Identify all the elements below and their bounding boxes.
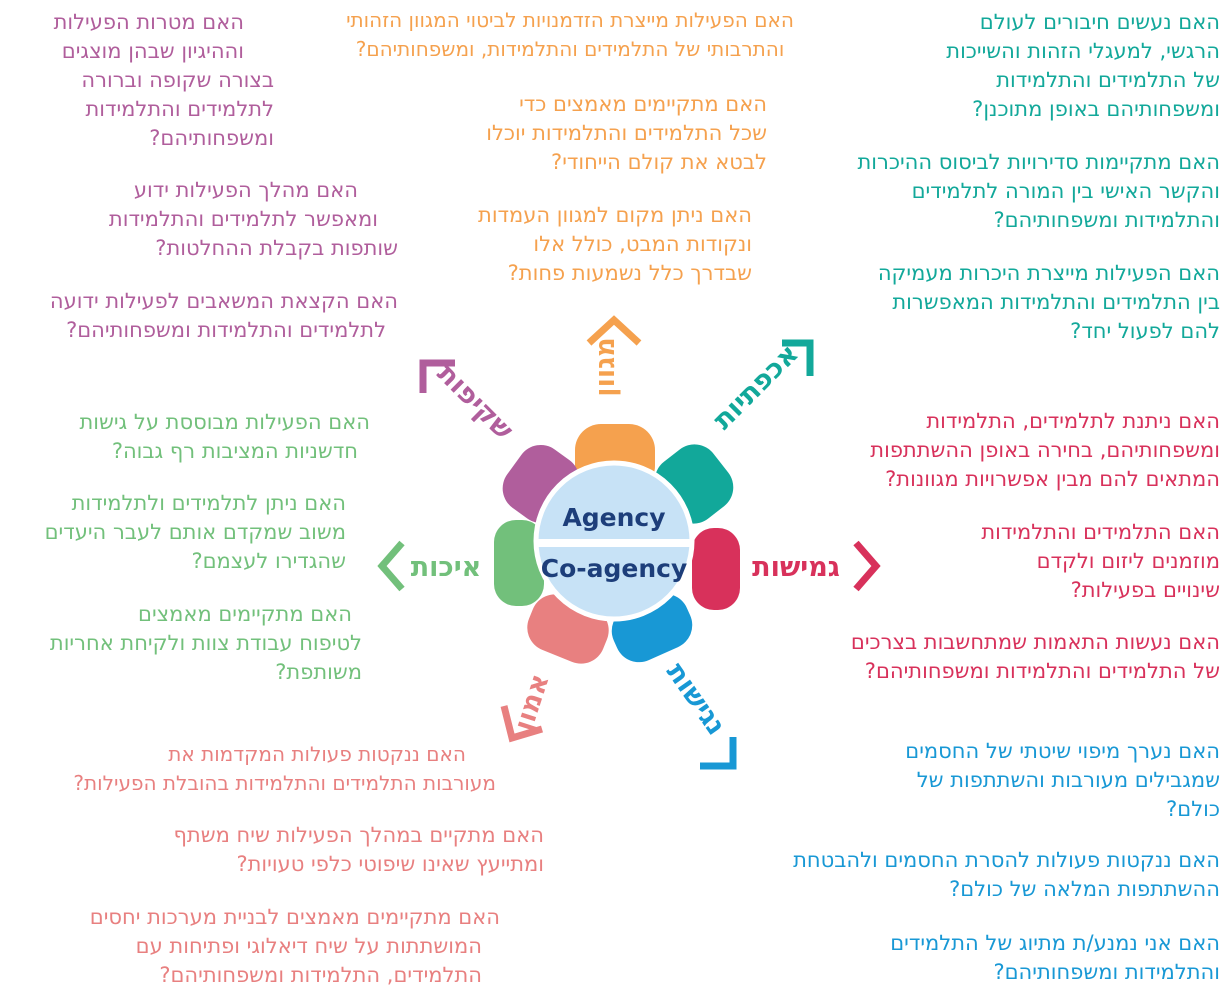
question-belonging-3: האם הפעילות מייצרת היכרות מעמיקה בין התל… bbox=[877, 261, 1220, 343]
chevron-left-icon bbox=[377, 540, 405, 592]
question-quality-2: האם ניתן לתלמידים ולתלמידות משוב שמקדם א… bbox=[44, 491, 346, 573]
chevron-upright-icon bbox=[782, 339, 814, 376]
arrow-transparency: שקיפות bbox=[419, 358, 520, 447]
arrow-quality: איכות bbox=[377, 540, 482, 592]
question-trust-3: האם מתקיימים מאמצים לבניית מערכות יחסים … bbox=[89, 905, 500, 987]
question-accessibility-3: האם אני נמנע/ת מתיוג של התלמידים והתלמיד… bbox=[890, 931, 1220, 984]
question-flexibility-1: האם ניתנת לתלמידים, התלמידות ומשפחותיהם,… bbox=[870, 409, 1220, 491]
arrow-belonging: אכפתיות bbox=[707, 338, 814, 436]
center-agency-label: Agency bbox=[562, 503, 665, 532]
category-label-accessibility: נגישות bbox=[660, 657, 732, 741]
chevron-downright-icon bbox=[700, 737, 737, 770]
question-quality-1: האם הפעילות מבוססת על גישות חדשניות המצי… bbox=[79, 410, 370, 463]
category-label-trust: אמון bbox=[508, 670, 555, 734]
question-trust-1: האם ננקטות פעולות המקדמות את מעורבות התל… bbox=[73, 742, 496, 795]
arrow-flexibility: גמישות bbox=[752, 540, 881, 592]
question-belonging-2: האם מתקיימות סדירויות לביסוס ההיכרות והק… bbox=[857, 150, 1221, 232]
question-flexibility-2: האם התלמידים והתלמידות מוזמנים ליזום ולק… bbox=[981, 520, 1220, 602]
arrow-variety: מגוון bbox=[586, 315, 642, 397]
question-variety-3: האם ניתן מקום למגוון העמדות ונקודות המבט… bbox=[478, 203, 752, 285]
question-belonging-1: האם נעשים חיבורים לעולם הרגשי, למעגלי הז… bbox=[946, 10, 1220, 121]
category-label-transparency: שקיפות bbox=[431, 358, 520, 447]
arrow-accessibility: נגישות bbox=[660, 657, 737, 770]
question-accessibility-2: האם ננקטות פעולות להסרת החסמים ולהבטחת ה… bbox=[793, 848, 1220, 901]
question-accessibility-1: האם נערך מיפוי שיטתי של החסמים שמגבילים … bbox=[905, 739, 1220, 821]
question-flexibility-3: האם נעשות התאמות שמתחשבות בצרכים של התלמ… bbox=[850, 630, 1220, 683]
arrow-trust: אמון bbox=[500, 670, 556, 743]
chevron-upleft-icon bbox=[419, 359, 455, 393]
category-label-belonging: אכפתיות bbox=[707, 338, 804, 435]
petal-crimson bbox=[692, 528, 740, 610]
chevron-up-icon bbox=[586, 315, 642, 346]
center-coagency-label: Co-agency bbox=[541, 554, 688, 583]
petal-green bbox=[494, 520, 544, 606]
category-label-variety: מגוון bbox=[590, 337, 621, 396]
question-transparency-1: האם מטרות הפעילות וההיגיון שבהן מוצגים ב… bbox=[53, 10, 274, 150]
question-variety-1: האם הפעילות מייצרת הזדמנויות לביטוי המגו… bbox=[346, 8, 794, 61]
question-variety-2: האם מתקיימים מאמצים כדי שכל התלמידים והת… bbox=[486, 92, 767, 174]
question-transparency-2: האם מהלך הפעילות ידוע ומאפשר לתלמידים וה… bbox=[108, 178, 398, 260]
category-label-quality: איכות bbox=[411, 552, 482, 583]
question-trust-2: האם מתקיים במהלך הפעילות שיח משתף ומתייע… bbox=[173, 823, 544, 876]
question-transparency-3: האם הקצאת המשאבים לפעילות ידועה לתלמידים… bbox=[49, 289, 398, 342]
category-label-flexibility: גמישות bbox=[752, 552, 840, 583]
chevron-downleft-icon-shape bbox=[500, 705, 544, 743]
question-quality-3: האם מתקיימים מאמצים לטיפוח עבודת צוות ול… bbox=[49, 602, 362, 684]
chevron-right-icon bbox=[853, 540, 881, 592]
